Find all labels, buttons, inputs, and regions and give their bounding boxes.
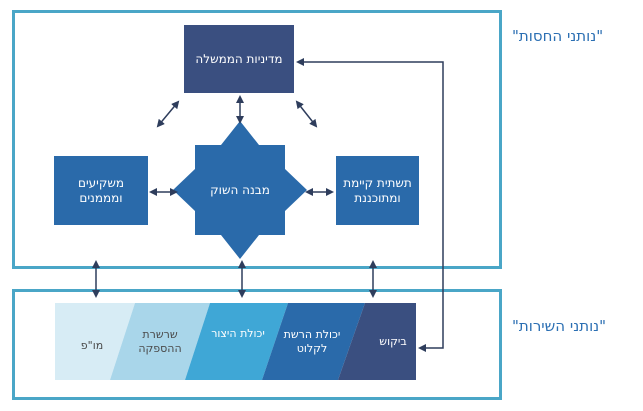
sponsors-label: "נותני החסות"	[512, 27, 604, 45]
government-policy-label: מדיניות הממשלה	[195, 51, 283, 66]
investors-node: משקיעים ומממנים	[54, 156, 148, 225]
chain-segment-supply-chain	[110, 303, 210, 380]
arrow-demand-government-loop	[296, 58, 444, 352]
investors-label: משקיעים ומממנים	[77, 175, 124, 205]
service-providers-label: "נותני השירות"	[512, 317, 607, 335]
chain-label-supply-chain: שרשרת ההספקה	[138, 328, 182, 355]
government-policy-node: מדיניות הממשלה	[184, 25, 294, 93]
market-structure-node: מבנה השוק	[173, 121, 307, 259]
market-structure-star	[173, 121, 307, 259]
market-structure-label: מבנה השוק	[210, 183, 270, 197]
service-providers-frame	[12, 289, 502, 400]
chain-segment-rnd	[55, 303, 135, 380]
market-star-shape	[173, 121, 307, 259]
arrow-gov-investors	[156, 100, 180, 128]
chain-label-production: יכולת היצור	[211, 327, 265, 340]
sponsors-frame	[12, 10, 502, 269]
arrow-gov-infrastructure	[295, 100, 318, 128]
chain-segment-production	[185, 303, 288, 380]
chain-label-rnd: מו"פ	[80, 339, 104, 352]
